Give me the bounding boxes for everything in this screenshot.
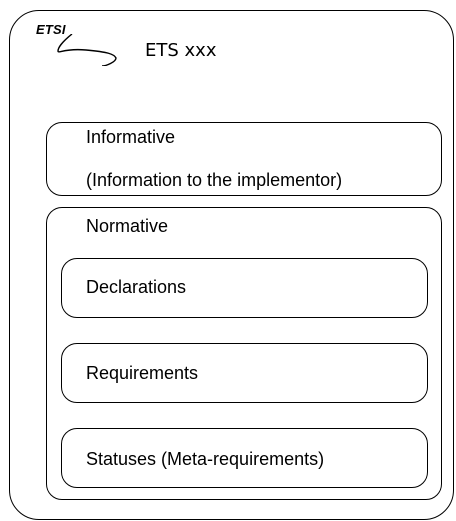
ets-document-frame xyxy=(9,10,454,520)
informative-label: Informative xyxy=(86,127,176,147)
etsi-wave-logo-icon xyxy=(57,34,117,66)
declarations-box xyxy=(61,258,428,318)
informative-section xyxy=(46,122,442,196)
statuses-box xyxy=(61,428,428,488)
etsi-logo-text: ETSI xyxy=(36,22,66,37)
normative-label: Normative xyxy=(86,216,169,236)
document-title: ETS xxx xyxy=(145,40,217,61)
requirements-box xyxy=(61,343,428,403)
informative-description: (Information to the implementor) xyxy=(86,170,343,190)
requirements-label: Requirements xyxy=(86,363,199,383)
normative-section xyxy=(46,207,442,500)
statuses-label: Statuses (Meta-requirements) xyxy=(86,449,325,469)
declarations-label: Declarations xyxy=(86,277,187,297)
